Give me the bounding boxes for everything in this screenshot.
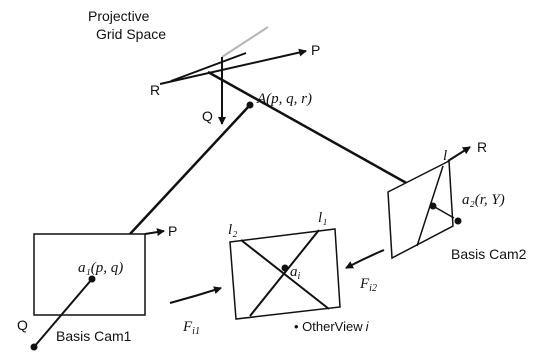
projective-title-line1: Projective [88, 8, 150, 24]
grid-axis-gray-line [221, 26, 269, 58]
label-point-a1: a₁(p, q) [78, 260, 123, 276]
label-point-ai-sub: i [298, 271, 301, 282]
label-point-a2: a₂(r, Y) [462, 192, 505, 208]
basis-cam2-ray [432, 205, 455, 219]
label-f-i1-sub: i1 [192, 326, 200, 337]
projective-grid-axes [159, 26, 307, 125]
basis-cam2-view [387, 146, 471, 260]
point-a-dot [246, 101, 254, 109]
basis-cam1-view [30, 228, 165, 351]
other-view-i [229, 228, 341, 320]
mapping-arrow-f-i2 [345, 249, 385, 269]
epipolar-line-l2 [240, 239, 330, 310]
ray-to-basis-cam2 [207, 70, 411, 187]
label-line-l1: l₁ [318, 210, 327, 226]
basis-cam1-center-dot [30, 343, 38, 351]
label-basis-cam2: Basis Cam2 [451, 246, 527, 262]
label-f-i2-main: F [359, 276, 370, 292]
basis-cam1-ray [33, 278, 93, 348]
point-ai-dot [281, 264, 289, 272]
label-point-a: A(p, q, r) [256, 91, 312, 107]
projective-title-line2: Grid Space [96, 26, 166, 42]
label-axis-r-cam2: R [477, 139, 487, 155]
point-a2-dot [429, 202, 437, 210]
label-point-ai: ai [290, 264, 301, 282]
point-a1-dot [88, 275, 96, 283]
label-point-ai-main: a [290, 264, 298, 280]
label-line-l2: l₂ [228, 222, 237, 238]
label-axis-p-top: P [311, 42, 320, 58]
mapping-arrow-f-i1 [169, 286, 222, 304]
basis-cam2-r-axis [447, 146, 471, 162]
grid-axis-p-line [159, 48, 307, 85]
label-axis-q-top: Q [202, 108, 213, 124]
basis-cam1-frame [33, 233, 146, 316]
epipolar-line-l1 [249, 229, 320, 317]
basis-cam2-center-dot [454, 217, 462, 225]
basis-cam1-p-axis [144, 228, 165, 237]
basis-cam2-frame [387, 159, 454, 260]
label-f-i2-sub: i2 [369, 283, 377, 294]
label-f-i1-main: F [182, 319, 193, 335]
grid-axis-r-line [170, 52, 247, 82]
label-axis-q-cam1: Q [17, 317, 28, 333]
label-line-l: l [443, 148, 447, 164]
label-other-view-main: • OtherView [294, 319, 363, 334]
label-basis-cam1: Basis Cam1 [56, 328, 132, 344]
label-f-i1: Fi1 [182, 319, 200, 337]
ray-to-basis-cam1 [129, 104, 251, 235]
label-f-i2: Fi2 [359, 276, 377, 294]
label-axis-r-top: R [150, 82, 160, 98]
label-other-view-i: i [366, 319, 370, 334]
label-axis-p-cam1: P [168, 223, 177, 239]
